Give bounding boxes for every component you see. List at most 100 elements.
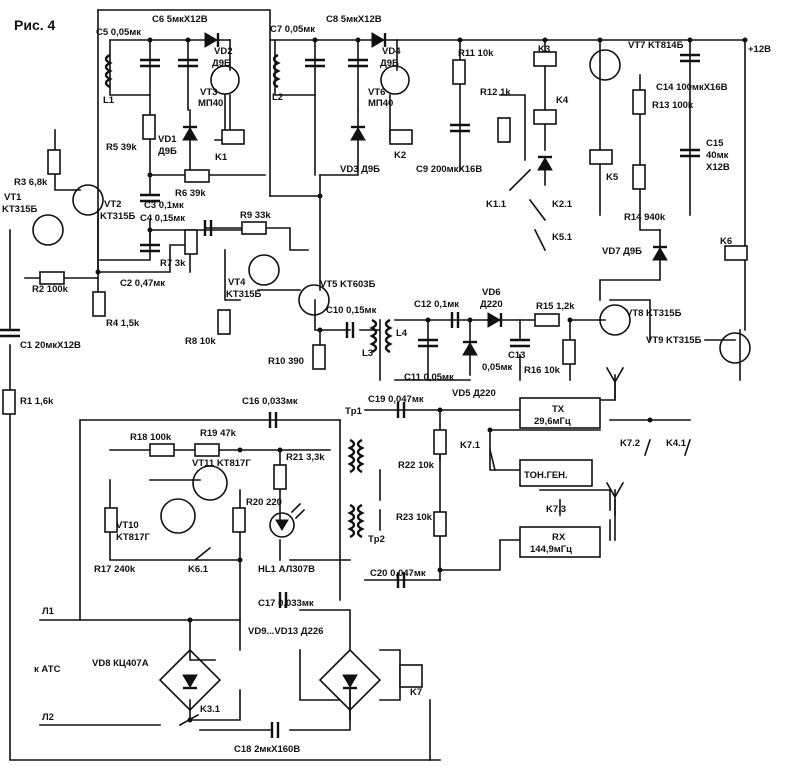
- block-rx-frequency: 144,9мГц: [530, 544, 572, 555]
- block-rx-label: RX: [552, 532, 566, 543]
- label-c20: C20 0,047мк: [370, 568, 426, 579]
- capacitor-c12: [450, 312, 460, 328]
- label-vt5: VT5 KT603Б: [320, 279, 376, 290]
- label-vd3: VD3 Д9Б: [340, 164, 380, 175]
- label-vt2: VT2: [104, 199, 121, 210]
- label-vd9-13: VD9...VD13 Д226: [248, 626, 323, 637]
- label-c2: C2 0,47мк: [120, 278, 165, 289]
- label-k3: K3: [538, 44, 550, 55]
- capacitor-c18: [270, 722, 280, 738]
- label-c10: C10 0,15мк: [326, 305, 377, 316]
- label-l2: L2: [272, 92, 283, 103]
- capacitor-c6: [178, 58, 198, 68]
- label-c15: C15: [706, 138, 724, 149]
- label-c15-voltage: Х12В: [706, 162, 730, 173]
- label-c16: C16 0,033мк: [242, 396, 298, 407]
- label-line-l1: Л1: [42, 606, 55, 617]
- relay-coils: [221, 51, 748, 688]
- label-vd6: VD6: [482, 287, 500, 298]
- label-k5-1: K5.1: [552, 232, 573, 243]
- label-r7: R7 3k: [160, 258, 186, 269]
- label-vd2-type: Д9Б: [212, 58, 231, 69]
- label-vt4-type: KT315Б: [226, 289, 262, 300]
- label-vt3-type: МП40: [198, 98, 223, 109]
- label-r2: R2 100k: [32, 284, 69, 295]
- resistors-vertical: [2, 59, 646, 537]
- label-vt10: VT10: [116, 520, 139, 531]
- label-vt7: VT7 KT814Б: [628, 40, 684, 51]
- label-vd7: VD7 Д9Б: [602, 246, 642, 257]
- block-tongen: [519, 459, 593, 487]
- label-tp2: Tp2: [368, 534, 385, 545]
- label-vd1: VD1: [158, 134, 177, 145]
- label-c17: C17 0,033мк: [258, 598, 314, 609]
- label-c15-value: 40мк: [706, 150, 729, 161]
- capacitor-c17: [278, 592, 288, 608]
- capacitor-c8: [348, 58, 368, 68]
- figure-title: Рис. 4: [14, 17, 56, 33]
- label-c8: C8 5мкХ12В: [326, 14, 382, 25]
- label-vd8: VD8 КЦ407А: [92, 658, 149, 669]
- label-vd1-type: Д9Б: [158, 146, 177, 157]
- label-r12: R12 1k: [480, 87, 511, 98]
- capacitor-c15: [680, 148, 700, 158]
- label-c5: C5 0,05мк: [96, 27, 141, 38]
- diode-bridge-vd8: [158, 648, 222, 712]
- capacitor-c14: [680, 53, 700, 63]
- label-c11: C11 0,05мк: [404, 372, 454, 383]
- label-vt8: VT8 KT315Б: [626, 308, 682, 319]
- capacitor-c13: [510, 338, 530, 348]
- label-r8: R8 10k: [185, 336, 216, 347]
- label-vt2-type: KT315Б: [100, 211, 136, 222]
- antenna-tx: [605, 366, 625, 401]
- block-tx-frequency: 29,6мГц: [534, 416, 571, 427]
- label-k6: K6: [720, 236, 732, 247]
- label-k7-1: K7.1: [460, 440, 481, 451]
- label-c4: C4 0,15мк: [140, 213, 185, 224]
- label-vd4: VD4: [382, 46, 401, 57]
- label-k7: K7: [410, 687, 422, 698]
- label-l4: L4: [396, 328, 408, 339]
- label-l3: L3: [362, 348, 373, 359]
- label-vd5: VD5 Д220: [452, 388, 496, 399]
- label-r3: R3 6,8k: [14, 177, 48, 188]
- junction-dots: [95, 37, 748, 723]
- label-vd2: VD2: [214, 46, 232, 57]
- led-hl1: [269, 502, 306, 538]
- capacitor-c9: [450, 123, 470, 133]
- capacitor-c1: [0, 328, 20, 338]
- label-k5: K5: [606, 172, 619, 183]
- label-c19: C19 0,047мк: [368, 394, 424, 405]
- label-r19: R19 47k: [200, 428, 237, 439]
- label-r21: R21 3,3k: [286, 452, 325, 463]
- relay-contacts: [178, 168, 692, 727]
- label-k6-1: K6.1: [188, 564, 209, 575]
- label-r5: R5 39k: [106, 142, 137, 153]
- label-k4: K4: [556, 95, 569, 106]
- label-r18: R18 100k: [130, 432, 172, 443]
- diode-bridge-vd9-13: [318, 648, 382, 712]
- inductor-l1: [104, 53, 113, 89]
- resistors-horizontal: [39, 169, 560, 457]
- capacitor-c5: [140, 58, 160, 68]
- capacitor-c2: [140, 243, 160, 253]
- label-r4: R4 1,5k: [106, 318, 140, 329]
- label-k7-2: K7.2: [620, 438, 640, 449]
- capacitor-c11: [418, 338, 438, 348]
- label-vt3: VT3: [200, 87, 217, 98]
- transistors: [32, 49, 751, 534]
- label-c13-value: 0,05мк: [482, 362, 513, 373]
- capacitor-c16: [268, 412, 278, 428]
- label-r10: R10 390: [268, 356, 304, 367]
- wiring: [9, 9, 746, 761]
- label-vd6-type: Д220: [480, 299, 503, 310]
- label-c9: C9 200мкХ16В: [416, 164, 482, 175]
- label-c18: C18 2мкХ160В: [234, 744, 300, 755]
- transformers: [347, 318, 393, 539]
- label-c12: C12 0,1мк: [414, 299, 459, 310]
- label-c14: C14 100мкХ16В: [656, 82, 728, 93]
- label-c1: C1 20мкХ12В: [20, 340, 81, 351]
- block-tx-label: TX: [552, 404, 565, 415]
- capacitor-c19: [396, 402, 406, 418]
- label-hl1: HL1 АЛ307В: [258, 564, 315, 575]
